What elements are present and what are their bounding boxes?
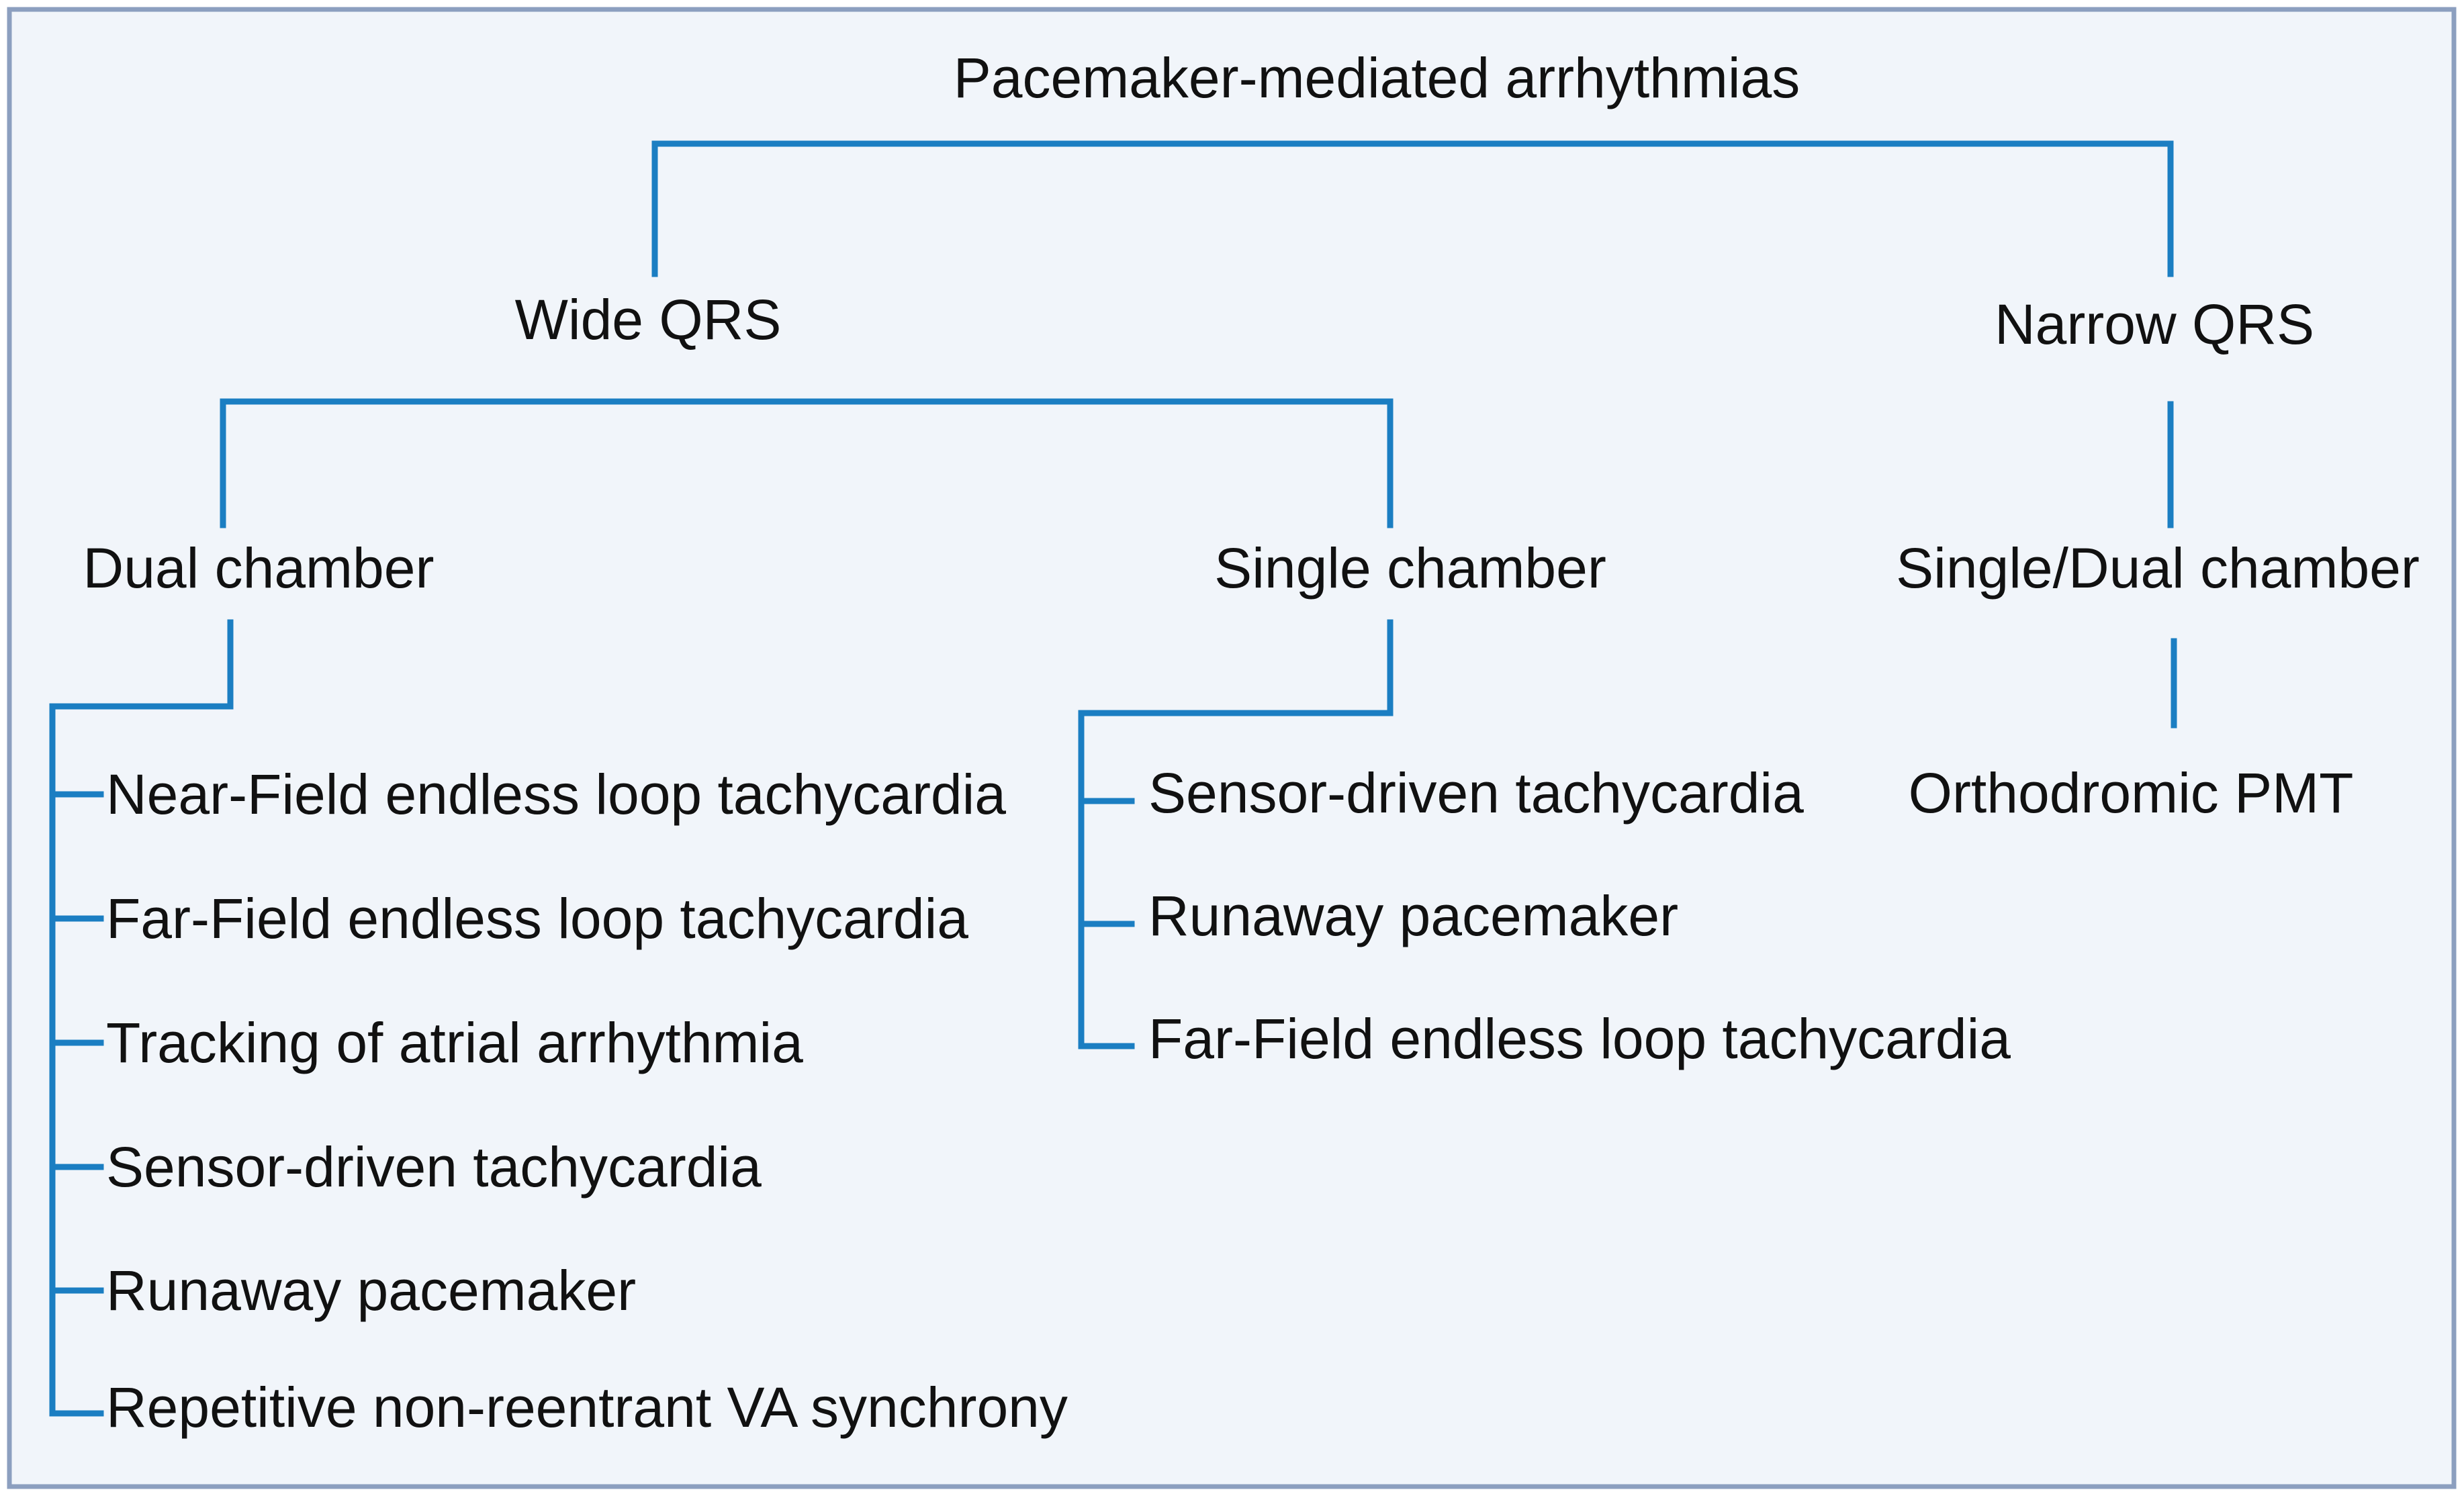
connector-dual-chamber-bracket: [49, 619, 234, 1417]
dual-chamber-item: Runaway pacemaker: [106, 1259, 636, 1322]
dual-chamber-label: Dual chamber: [83, 536, 435, 600]
connector-wide-qrs-to-dual-chamber: [220, 398, 813, 528]
dual-chamber-item: Near-Field endless loop tachycardia: [106, 763, 1006, 826]
single-chamber-item: Sensor-driven tachycardia: [1148, 761, 1804, 825]
single-dual-chamber-label: Single/Dual chamber: [1896, 536, 2420, 600]
single-chamber-item: Far-Field endless loop tachycardia: [1148, 1007, 2011, 1070]
single-dual-chamber-item: Orthodromic PMT: [1909, 761, 2354, 825]
root-label: Pacemaker-mediated arrhythmias: [954, 46, 1800, 109]
single-chamber-label: Single chamber: [1214, 536, 1606, 600]
connector-single-chamber-bracket: [1078, 619, 1394, 1049]
connector-lines: [49, 140, 2177, 1417]
connector-root-to-narrow-qrs: [1407, 140, 2174, 277]
dual-chamber-item: Far-Field endless loop tachycardia: [106, 887, 968, 950]
connector-root-to-wide-qrs: [651, 140, 1414, 277]
connector-wide-qrs-to-single-chamber: [806, 398, 1394, 528]
dual-chamber-item: Sensor-driven tachycardia: [106, 1135, 762, 1199]
wide-qrs-label: Wide QRS: [515, 288, 782, 351]
dual-chamber-item: Repetitive non-reentrant VA synchrony: [106, 1376, 1068, 1439]
single-chamber-item: Runaway pacemaker: [1148, 884, 1678, 947]
diagram-frame: [7, 7, 2457, 1489]
narrow-qrs-label: Narrow QRS: [1995, 293, 2314, 356]
dual-chamber-item: Tracking of atrial arrhythmia: [106, 1011, 803, 1074]
node-labels: Pacemaker-mediated arrhythmias Wide QRS …: [83, 46, 2420, 1439]
